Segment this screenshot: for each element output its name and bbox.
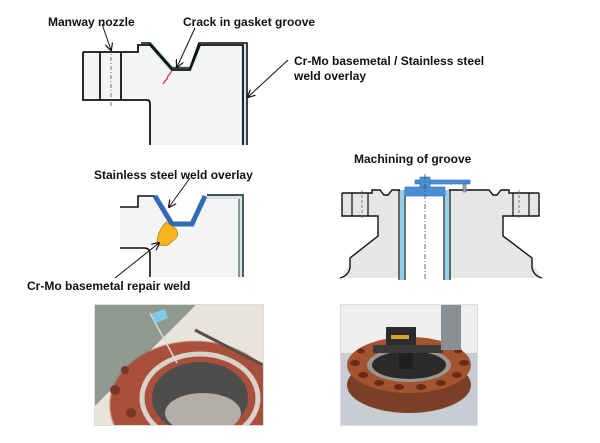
crack-mark bbox=[162, 69, 173, 85]
label-basemetal-line1: Cr-Mo basemetal / Stainless steel bbox=[294, 54, 485, 68]
arrow-repair-weld bbox=[114, 243, 159, 279]
repair-weld-deposit bbox=[156, 221, 179, 247]
arrow-basemetal bbox=[248, 59, 289, 97]
machining-tool-arm bbox=[414, 179, 471, 185]
label-repair-weld: Cr-Mo basemetal repair weld bbox=[27, 279, 191, 293]
nozzle-cross-section bbox=[82, 42, 248, 145]
label-basemetal-line2: weld overlay bbox=[294, 69, 367, 83]
arrow-manway bbox=[101, 23, 111, 50]
repair-cross-section bbox=[120, 194, 244, 277]
arrow-crack bbox=[177, 27, 196, 67]
repair-welding-photo bbox=[94, 304, 264, 426]
machining-photo-details bbox=[347, 305, 471, 413]
repair-photo-details bbox=[110, 308, 263, 425]
label-machining-of-groove: Machining of groove bbox=[354, 152, 472, 166]
arrow-ss-overlay bbox=[169, 177, 191, 207]
nozzle-body bbox=[83, 46, 240, 145]
label-ss-weld-overlay: Stainless steel weld overlay bbox=[94, 168, 253, 182]
groove-machining-photo bbox=[340, 304, 478, 426]
cutter-bit bbox=[462, 183, 467, 193]
weld-overlay-band bbox=[141, 42, 246, 145]
machining-cross-section bbox=[339, 174, 543, 280]
label-manway-nozzle: Manway nozzle bbox=[48, 15, 135, 29]
label-crack-in-gasket-groove: Crack in gasket groove bbox=[183, 15, 316, 29]
